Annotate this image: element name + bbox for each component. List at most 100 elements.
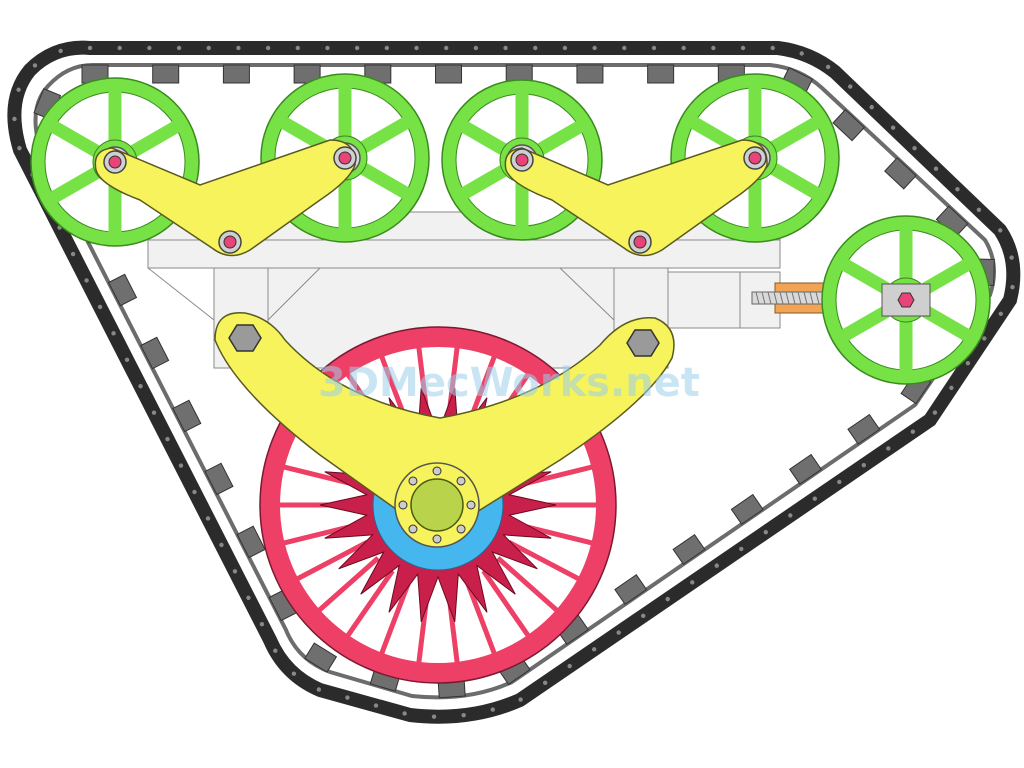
bogie-pin	[515, 153, 529, 167]
track-link-pin	[1009, 255, 1014, 260]
track-link-pin	[16, 87, 21, 92]
axle-bolt	[398, 500, 408, 510]
bogie-arm-left	[94, 139, 356, 257]
track-link-pin	[206, 45, 211, 51]
track-link-pin	[763, 529, 768, 535]
track-link-pin	[325, 45, 330, 51]
thread-line	[755, 291, 760, 305]
track-link-pin	[444, 45, 449, 51]
track-link-pin	[490, 707, 495, 712]
frame-brace-outer-left	[147, 267, 215, 321]
bogie-pin	[223, 235, 237, 249]
track-link-pin	[714, 563, 719, 568]
thread-line	[761, 291, 766, 305]
axle-bolt	[432, 534, 442, 544]
bogie-pins	[103, 146, 767, 254]
bogie-pin	[108, 155, 122, 169]
axle-bolt	[456, 476, 466, 486]
track-link-pin	[641, 613, 646, 619]
track-link-pin	[265, 45, 271, 51]
swing-arm-pivot-right	[626, 329, 660, 357]
track-link-pin	[912, 145, 917, 151]
track-tooth	[152, 64, 180, 84]
track-tooth	[576, 64, 604, 84]
sprocket-spoke	[496, 556, 560, 613]
track-link-pin	[622, 45, 627, 51]
track-tooth	[222, 64, 250, 84]
track-link-pin	[518, 697, 523, 702]
track-link-pin	[869, 104, 874, 110]
bogie-arms-upper	[94, 139, 768, 257]
track-link-pin	[117, 45, 122, 51]
track-link-pin	[295, 45, 300, 51]
sprocket-spoke	[378, 578, 412, 656]
idler-hex-nut	[897, 292, 915, 308]
track-link-pin	[97, 304, 103, 310]
track-link-pin	[32, 63, 38, 68]
track-link-pin	[949, 385, 954, 391]
track-link-pin	[354, 45, 360, 51]
track-link-pin	[616, 630, 621, 635]
track-link-pin	[58, 48, 63, 54]
track-link-pin	[431, 714, 437, 719]
track-link-pin	[562, 45, 568, 51]
track-link-pin	[651, 45, 657, 51]
track-link-pin	[542, 680, 548, 686]
track-link-pin	[147, 45, 152, 51]
track-tooth	[204, 462, 234, 496]
track-link-pin	[473, 45, 479, 51]
track-link-pin	[998, 228, 1003, 233]
thread-line	[785, 291, 790, 305]
thread-line	[773, 291, 778, 305]
track-link-pin	[87, 45, 93, 51]
axle-bolt	[408, 476, 418, 486]
track-link-pin	[402, 711, 407, 716]
axle-bolt	[408, 524, 418, 534]
axle-bolts	[398, 466, 476, 544]
track-link-pin	[17, 145, 22, 151]
bogie-arm-icon	[214, 312, 675, 548]
track-link-pin	[1010, 284, 1015, 290]
track-link-pin	[740, 45, 746, 51]
track-tooth	[647, 64, 675, 84]
track-tooth	[788, 453, 823, 485]
track-tooth	[847, 413, 881, 445]
track-link-pin	[232, 569, 238, 574]
track-link-pin	[533, 45, 538, 51]
sprocket-spoke	[464, 578, 498, 656]
track-link-pin	[592, 45, 597, 51]
track-link-pin	[690, 580, 695, 585]
sprocket-spoke	[507, 539, 581, 582]
track-link-pin	[825, 64, 831, 70]
track-tooth	[236, 525, 266, 559]
track-link-pin	[373, 703, 379, 708]
sprocket-spoke	[345, 569, 395, 639]
track-link-pin	[111, 331, 116, 336]
track-link-pin	[711, 45, 716, 51]
track-link-pin	[503, 45, 508, 51]
track-link-pin	[176, 45, 182, 51]
swing-arm-pivot-left	[228, 324, 262, 352]
track-link-pin	[192, 489, 197, 495]
track-link-pin	[151, 410, 157, 415]
track-link-pin	[273, 648, 278, 653]
thread-line	[767, 291, 772, 305]
track-tooth	[832, 109, 866, 142]
track-link-pin	[812, 496, 818, 501]
track-belt	[7, 40, 1021, 724]
thread-line	[797, 291, 802, 305]
track-link-pin	[236, 45, 241, 51]
track-link-pin	[316, 687, 322, 692]
track-link-pin	[799, 51, 804, 56]
track-link-pin	[665, 596, 670, 602]
track-link-pin	[955, 187, 960, 192]
track-link-pin	[890, 125, 896, 130]
track-link-pin	[12, 116, 17, 122]
track-tooth	[672, 533, 706, 565]
thread-line	[779, 291, 784, 305]
axle-bolt	[432, 466, 442, 476]
thread-line	[803, 291, 808, 305]
track-link-pin	[246, 595, 251, 600]
bogie-pin	[748, 151, 762, 165]
